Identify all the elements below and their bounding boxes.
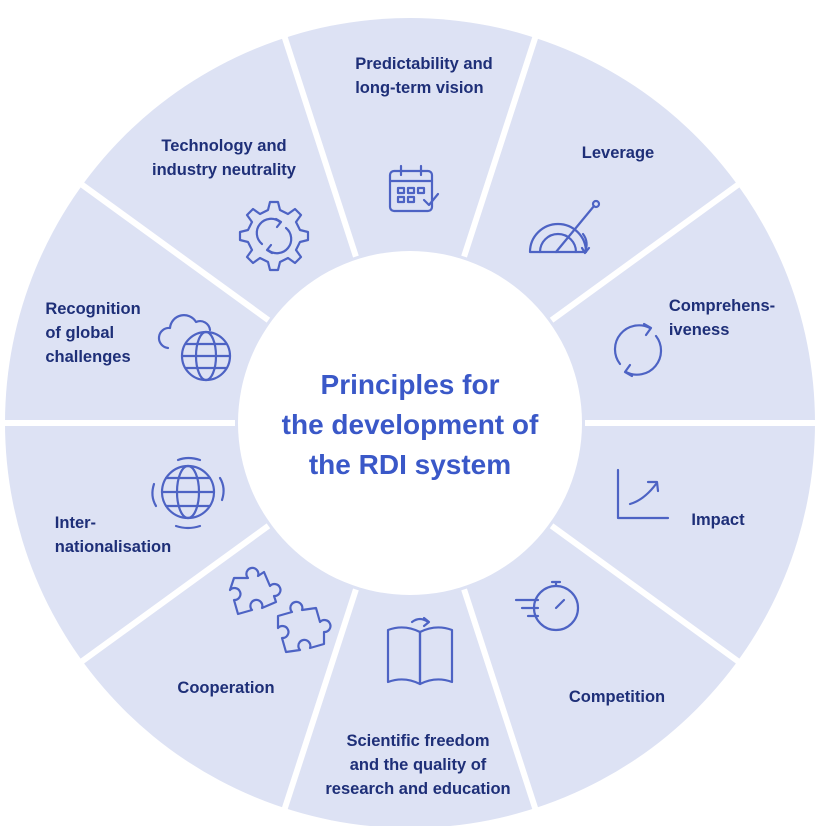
label-line: Predictability and — [355, 55, 493, 73]
calendar-check-icon — [388, 164, 440, 213]
lever-gauge-icon — [528, 199, 601, 255]
label-leverage: Leverage — [582, 141, 654, 165]
open-book-icon — [386, 616, 454, 686]
segment-divider — [549, 523, 742, 666]
segment-divider — [461, 34, 539, 258]
label-line: Cooperation — [177, 679, 275, 697]
cycle-arrows-icon — [613, 322, 663, 378]
segment-divider — [281, 34, 359, 258]
label-line: Scientific freedom — [346, 732, 490, 750]
label-line: iveness — [668, 321, 730, 339]
segment-divider — [461, 588, 539, 812]
label-competition: Competition — [569, 685, 665, 709]
center-circle — [238, 251, 582, 595]
label-internationalisation: Inter- nationalisation — [55, 511, 171, 559]
title-line: Principles for — [320, 369, 500, 400]
label-line: Technology and — [161, 137, 287, 155]
segment-divider — [549, 180, 742, 323]
label-line: Comprehens- — [668, 297, 776, 315]
stopwatch-icon — [514, 580, 580, 632]
label-line: Competition — [568, 688, 666, 706]
label-line: nationalisation — [54, 538, 172, 556]
label-line: Impact — [691, 511, 745, 529]
title-line: the development of — [281, 409, 539, 440]
label-line: Leverage — [581, 144, 655, 162]
label-line: challenges — [45, 348, 131, 366]
label-line: Inter- — [54, 514, 97, 532]
label-impact: Impact — [691, 508, 744, 532]
label-scientific-freedom: Scientific freedom and the quality of re… — [325, 729, 510, 801]
label-line: research and education — [325, 780, 511, 798]
label-cooperation: Cooperation — [177, 676, 274, 700]
label-predictability: Predictability and long-term vision — [355, 52, 493, 100]
rotating-globe-icon — [151, 456, 225, 530]
gear-cycle-icon — [238, 200, 310, 272]
segment-divider — [78, 523, 271, 666]
title-line: the RDI system — [308, 449, 512, 480]
segment-divider — [281, 588, 359, 812]
label-line: and the quality of — [349, 756, 487, 774]
growth-curve-icon — [616, 468, 670, 520]
label-global-challenges: Recognition of global challenges — [45, 297, 140, 369]
label-line: long-term vision — [355, 79, 484, 97]
label-neutrality: Technology and industry neutrality — [152, 134, 296, 182]
label-line: of global — [45, 324, 115, 342]
diagram-title: Principles for the development of the RD… — [282, 365, 539, 485]
cloud-globe-icon — [157, 314, 232, 382]
label-comprehensiveness: Comprehens- iveness — [669, 294, 775, 342]
segment-dividers — [2, 34, 818, 812]
label-line: industry neutrality — [152, 161, 296, 179]
puzzle-pieces-icon — [228, 566, 332, 654]
segment-divider — [78, 180, 271, 323]
label-line: Recognition — [45, 300, 141, 318]
